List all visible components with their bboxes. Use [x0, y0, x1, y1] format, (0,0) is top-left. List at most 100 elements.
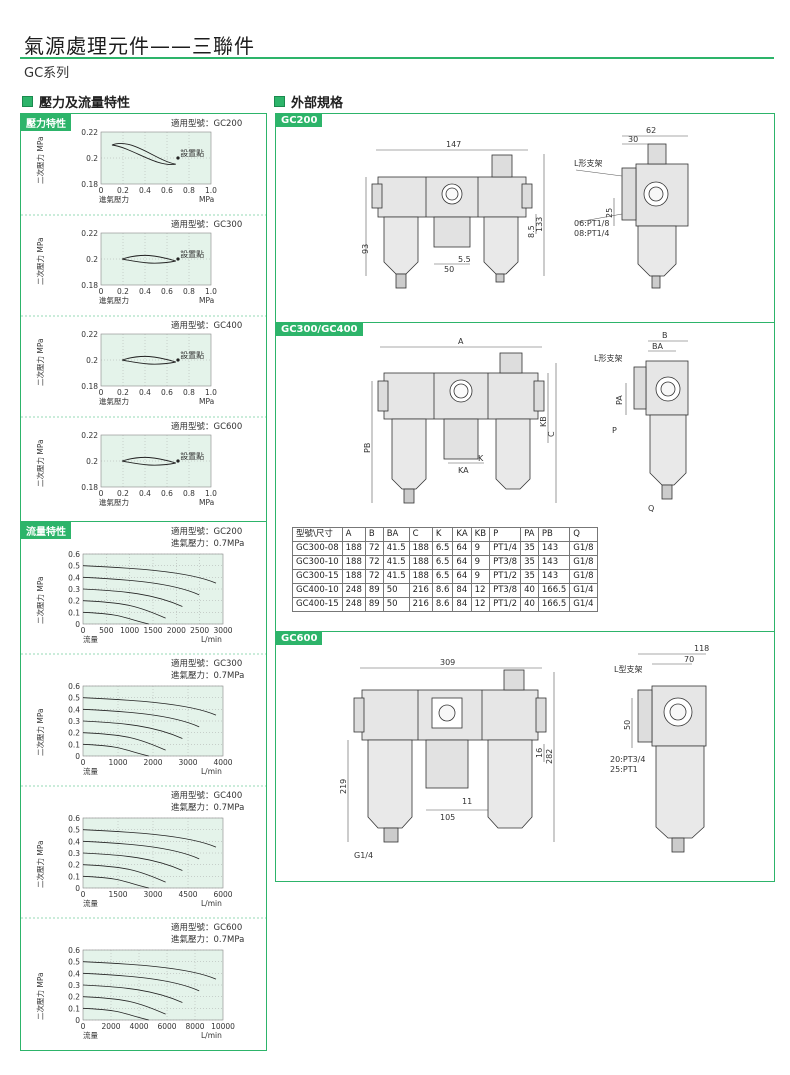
- table-cell: 143: [537, 555, 571, 570]
- table-cell: 89: [364, 597, 384, 612]
- x-axis-unit: L/min: [201, 899, 222, 908]
- setpoint-label: 設置點: [180, 249, 204, 259]
- table-cell: 6.5: [431, 541, 454, 556]
- x-tick-label: 0: [81, 890, 86, 899]
- flow-curve: [82, 864, 166, 883]
- gc600-d16: 16: [535, 748, 544, 758]
- table-cell: 188: [408, 569, 433, 584]
- table-cell: 型號\尺寸: [292, 527, 343, 542]
- table-cell: 216: [408, 583, 433, 598]
- table-cell: G1/8: [569, 569, 598, 584]
- gc200-width-dim: 147: [446, 140, 461, 149]
- y-axis-label: 二次壓力 MPa: [35, 338, 45, 386]
- setpoint-marker: [176, 257, 180, 261]
- gc600-d11: 11: [462, 797, 472, 806]
- table-cell: 41.5: [382, 541, 410, 556]
- table-cell: 35: [520, 555, 539, 570]
- flow-curve: [82, 996, 166, 1015]
- flow-chart: 適用型號：GC300進氣壓力：0.7MPa0.60.50.40.30.20.10…: [21, 653, 266, 776]
- table-cell: A: [341, 527, 366, 542]
- gc200-d85: 8.5: [527, 225, 536, 238]
- y-tick-label: 0.2: [68, 597, 80, 606]
- table-cell: B: [364, 527, 384, 542]
- flow-curve: [82, 875, 149, 889]
- flow-curve: [82, 840, 200, 860]
- gc600-drawing: 309 118 70 L型支架 50 219 16 282 11 105 G1/…: [339, 644, 709, 860]
- x-axis-unit: MPa: [199, 195, 214, 204]
- y-tick-label: 0.6: [68, 550, 80, 559]
- flow-curve: [82, 588, 183, 607]
- gc600-tag: GC600: [276, 632, 323, 645]
- x-tick-label: 1.0: [205, 388, 217, 397]
- gc300-dim-KB: KB: [539, 416, 548, 427]
- table-cell: PA: [520, 527, 539, 542]
- table-cell: 41.5: [382, 555, 410, 570]
- table-cell: GC300-08: [292, 541, 343, 556]
- y-tick-label: 0.4: [68, 837, 80, 846]
- y-tick-label: 0.6: [68, 682, 80, 691]
- y-axis-label: 二次壓力 MPa: [35, 576, 45, 624]
- y-tick-label: 0.2: [86, 154, 98, 163]
- y-tick-label: 0.18: [81, 180, 98, 189]
- x-tick-label: 1.0: [205, 186, 217, 195]
- y-axis-label: 二次壓力 MPa: [35, 972, 45, 1020]
- table-cell: 50: [382, 583, 410, 598]
- x-tick-label: 0.2: [117, 287, 129, 296]
- chart-model-label: 適用型號：GC400: [171, 790, 242, 801]
- table-cell: KB: [470, 527, 491, 542]
- y-tick-label: 0.1: [68, 740, 80, 749]
- table-cell: PT1/4: [489, 541, 522, 556]
- chart-inlet-label: 進氣壓力：0.7MPa: [171, 934, 244, 945]
- flow-chart: 適用型號：GC600進氣壓力：0.7MPa0.60.50.40.30.20.10…: [21, 917, 266, 1040]
- gc600-d105: 105: [440, 813, 455, 822]
- x-tick-label: 1000: [120, 626, 139, 635]
- table-cell: 84: [452, 597, 472, 612]
- y-tick-label: 0.4: [68, 573, 80, 582]
- x-tick-label: 0: [99, 287, 104, 296]
- table-cell: 84: [452, 583, 472, 598]
- table-cell: 188: [341, 541, 366, 556]
- flow-chart: 適用型號：GC200進氣壓力：0.7MPa0.60.50.40.30.20.10…: [35, 526, 244, 644]
- chart-inlet-label: 進氣壓力：0.7MPa: [171, 802, 244, 813]
- flow-curve: [82, 852, 183, 871]
- gc200-d55: 5.5: [458, 255, 471, 264]
- x-tick-label: 0.8: [183, 489, 195, 498]
- y-tick-label: 0.3: [68, 981, 80, 990]
- x-axis-unit: MPa: [199, 397, 214, 406]
- gc300-dim-Q: Q: [648, 504, 654, 513]
- page-title: 氣源處理元件——三聯件: [24, 34, 255, 58]
- x-tick-label: 4000: [213, 758, 232, 767]
- pressure-tag: 壓力特性: [21, 114, 71, 131]
- table-cell: G1/4: [569, 583, 598, 598]
- x-axis-label: 流量: [83, 898, 98, 908]
- chart-inlet-label: 進氣壓力：0.7MPa: [171, 670, 244, 681]
- x-tick-label: 0.2: [117, 489, 129, 498]
- hysteresis-curve: [121, 355, 176, 365]
- flow-charts-svg: 適用型號：GC200進氣壓力：0.7MPa0.60.50.40.30.20.10…: [21, 526, 266, 1040]
- table-cell: 12: [470, 597, 491, 612]
- table-cell: 41.5: [382, 569, 410, 584]
- x-tick-label: 0.4: [139, 388, 151, 397]
- setpoint-label: 設置點: [180, 451, 204, 461]
- flow-curve: [82, 720, 183, 739]
- table-cell: PT3/8: [489, 555, 522, 570]
- flow-curve: [82, 972, 200, 992]
- y-tick-label: 0.2: [86, 255, 98, 264]
- x-tick-label: 2000: [101, 1022, 120, 1031]
- gc200-bracket-label: L形支架: [574, 158, 602, 168]
- chart-inlet-label: 進氣壓力：0.7MPa: [171, 538, 244, 549]
- gc600-width-dim: 309: [440, 658, 455, 667]
- table-cell: G1/8: [569, 555, 598, 570]
- y-tick-label: 0.22: [81, 431, 98, 440]
- gc300-dim-KA: KA: [458, 466, 469, 475]
- table-cell: 248: [341, 583, 366, 598]
- hysteresis-curve: [121, 456, 176, 466]
- flow-curve: [82, 600, 166, 619]
- y-tick-label: 0.2: [86, 457, 98, 466]
